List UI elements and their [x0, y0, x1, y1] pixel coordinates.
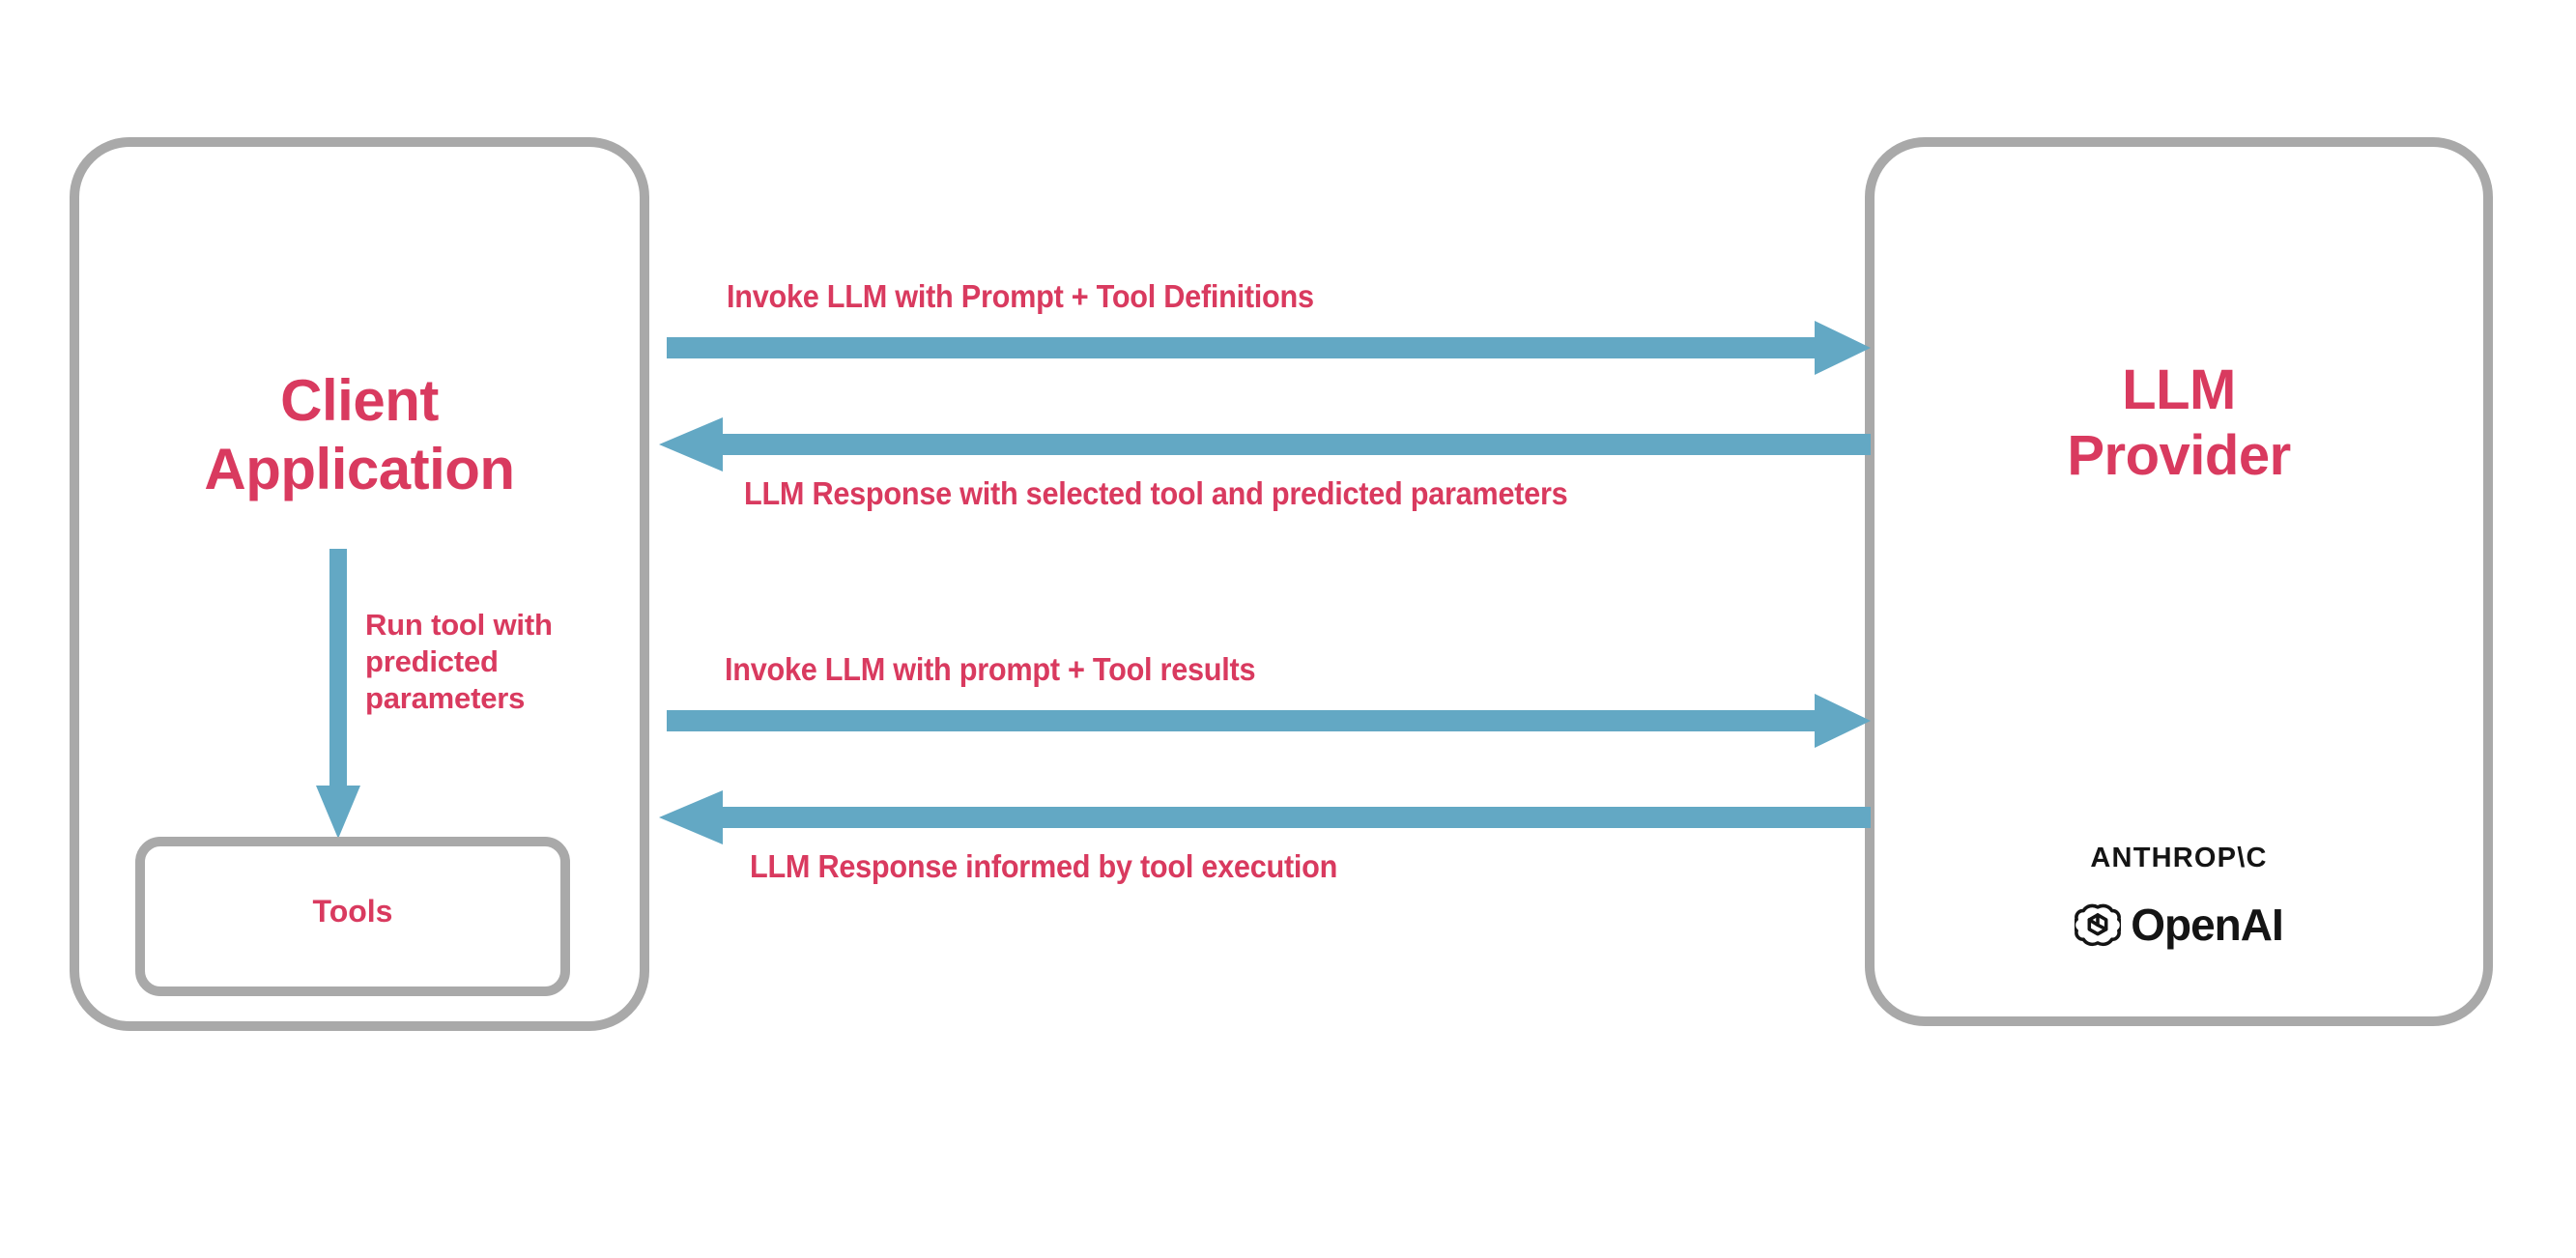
openai-mark-icon [2075, 903, 2122, 947]
run-tool-arrow [309, 549, 367, 843]
anthropic-logo: ANTHROP\C [2090, 843, 2268, 873]
arrow-right-glyph [667, 321, 1871, 375]
flow-arrow-llm-response-informed-by-tool-execution [659, 788, 1871, 846]
flow-arrow-invoke-llm-with-prompt-and-tool-results [667, 692, 1871, 750]
flow-label-invoke-llm-with-prompt-and-tool-definitions: Invoke LLM with Prompt + Tool Definition… [727, 278, 1314, 314]
flow-arrow-invoke-llm-with-prompt-and-tool-definitions [667, 319, 1871, 377]
arrow-left-glyph [659, 417, 1871, 472]
arrow-right-glyph [667, 694, 1871, 748]
flow-arrow-llm-response-with-selected-tool-and-predicted-parameters [659, 415, 1871, 473]
flow-label-llm-response-informed-by-tool-execution: LLM Response informed by tool execution [750, 848, 1338, 884]
run-tool-arrow-label: Run tool with predicted parameters [365, 608, 553, 715]
client-application-title: Client Application [204, 368, 515, 501]
flow-label-invoke-llm-with-prompt-and-tool-results: Invoke LLM with prompt + Tool results [725, 651, 1256, 687]
arrow-left-glyph [659, 790, 1871, 844]
llm-provider-title: LLM Provider [2067, 358, 2291, 488]
openai-logo: OpenAI [1865, 899, 2493, 951]
llm-provider-box [1865, 137, 2493, 1026]
tools-box [135, 837, 570, 996]
flow-label-llm-response-with-selected-tool-and-predicted-parameters: LLM Response with selected tool and pred… [744, 475, 1568, 511]
openai-wordmark: OpenAI [2131, 900, 2284, 950]
tools-label: Tools [312, 894, 393, 929]
run-tool-arrow-glyph [316, 549, 360, 839]
